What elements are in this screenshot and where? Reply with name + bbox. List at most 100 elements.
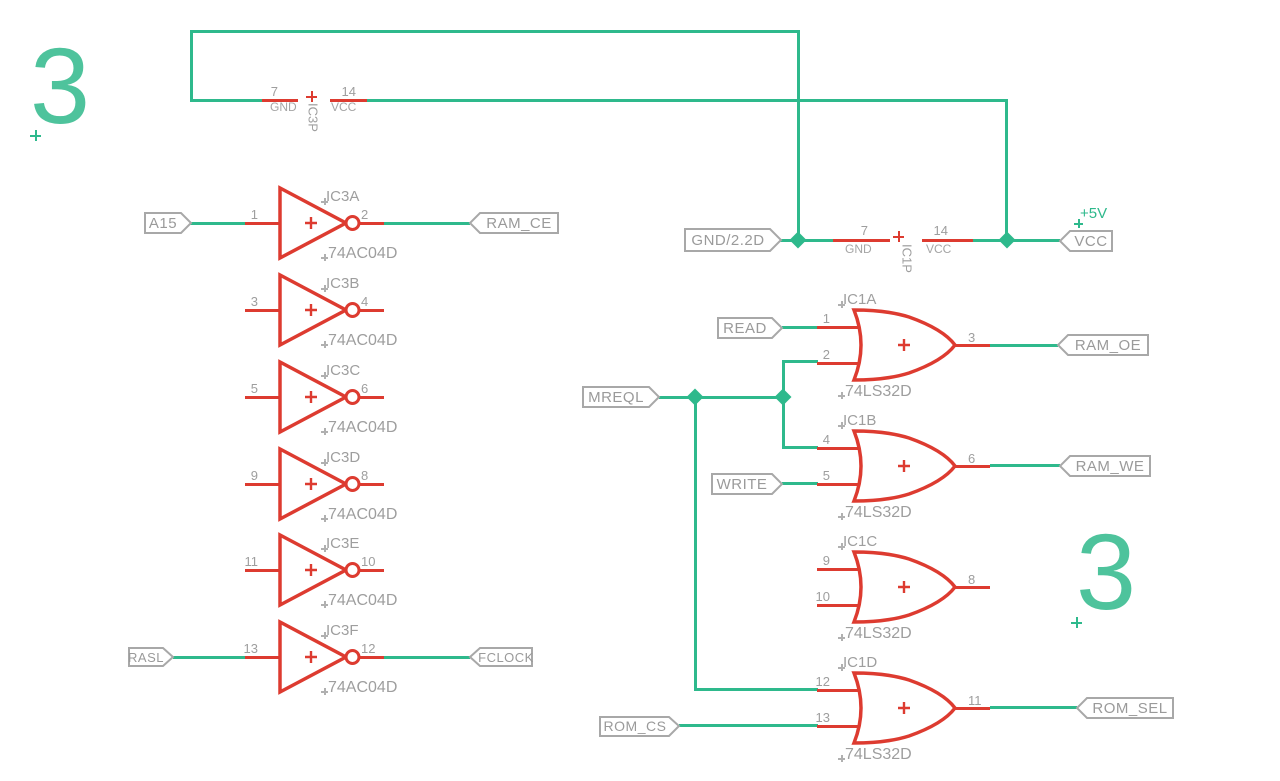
pin-stub[interactable]	[245, 483, 282, 486]
pin-stub[interactable]	[245, 569, 282, 572]
net-label-gnd-22d[interactable]: GND/2.2D	[684, 228, 783, 252]
wire-rom-sel[interactable]	[990, 706, 1077, 709]
part-name[interactable]: IC3B	[326, 275, 360, 292]
pin-stub[interactable]	[817, 483, 862, 486]
pin-ic1p-gnd[interactable]	[833, 239, 890, 242]
inverter-gate-ic3c[interactable]	[278, 359, 366, 435]
inverter-gate-ic3d[interactable]	[278, 446, 366, 522]
inverter-gate-ic3f[interactable]	[278, 619, 366, 695]
wire-mreql[interactable]	[694, 688, 818, 691]
part-name[interactable]: IC1A	[843, 291, 877, 308]
part-name[interactable]: IC1C	[843, 533, 878, 550]
or-gate-ic1a[interactable]	[851, 308, 959, 382]
inverter-gate-ic3a[interactable]	[278, 185, 366, 261]
wire-mreql[interactable]	[782, 360, 818, 363]
wire-fclock[interactable]	[384, 656, 470, 659]
pin-stub[interactable]	[245, 309, 282, 312]
wire-mreql[interactable]	[659, 396, 784, 399]
supply-label-5v[interactable]: +5V	[1080, 205, 1108, 222]
wire-gnd-net[interactable]	[780, 239, 833, 242]
wire-mreql[interactable]	[782, 446, 818, 449]
pin-stub[interactable]	[817, 447, 862, 450]
part-value[interactable]: 74AC04D	[328, 419, 398, 436]
part-value[interactable]: 74LS32D	[845, 504, 912, 521]
net-label-write[interactable]: WRITE	[711, 473, 784, 495]
part-value[interactable]: 74AC04D	[328, 506, 398, 523]
pin-stub[interactable]	[357, 222, 384, 225]
power-part-name[interactable]: IC1P	[899, 244, 915, 273]
part-value[interactable]: 74LS32D	[845, 746, 912, 763]
pin-stub[interactable]	[817, 362, 862, 365]
part-value[interactable]: 74LS32D	[845, 625, 912, 642]
wire-ram-ce[interactable]	[384, 222, 470, 225]
junction-dot[interactable]	[686, 388, 704, 406]
junction-dot[interactable]	[789, 231, 807, 249]
pin-stub[interactable]	[955, 465, 990, 468]
pin-stub[interactable]	[357, 569, 384, 572]
wire-read[interactable]	[782, 326, 818, 329]
part-name[interactable]: IC3F	[326, 622, 359, 639]
net-label-fclock[interactable]: FCLOCK	[468, 647, 533, 667]
pin-stub[interactable]	[817, 689, 862, 692]
pin-ic1p-vcc[interactable]	[922, 239, 973, 242]
net-label-ram-ce[interactable]: RAM_CE	[468, 212, 559, 234]
power-part-name[interactable]: IC3P	[305, 103, 321, 132]
part-value[interactable]: 74AC04D	[328, 592, 398, 609]
net-label-read[interactable]: READ	[717, 317, 784, 339]
pin-stub[interactable]	[357, 396, 384, 399]
inverter-gate-ic3b[interactable]	[278, 272, 366, 348]
pin-stub[interactable]	[357, 656, 384, 659]
pin-stub[interactable]	[817, 326, 862, 329]
pin-stub[interactable]	[817, 725, 862, 728]
wire-mreql[interactable]	[782, 360, 785, 398]
net-label-rom-cs[interactable]: ROM_CS	[599, 716, 681, 737]
part-value[interactable]: 74LS32D	[845, 383, 912, 400]
or-gate-ic1b[interactable]	[851, 429, 959, 503]
wire-mreql[interactable]	[694, 396, 697, 690]
pin-stub[interactable]	[955, 707, 990, 710]
net-label-rom-sel[interactable]: ROM_SEL	[1075, 697, 1174, 719]
or-gate-ic1d[interactable]	[851, 671, 959, 745]
junction-dot[interactable]	[998, 231, 1016, 249]
part-name[interactable]: IC3E	[326, 535, 360, 552]
junction-dot[interactable]	[774, 388, 792, 406]
part-name[interactable]: IC3D	[326, 449, 361, 466]
pin-stub[interactable]	[245, 396, 282, 399]
wire-ram-we[interactable]	[990, 464, 1060, 467]
pin-ic3p-gnd[interactable]	[262, 99, 298, 102]
pin-stub[interactable]	[245, 222, 282, 225]
pin-stub[interactable]	[357, 483, 384, 486]
wire-gnd-net[interactable]	[191, 99, 263, 102]
net-label-ram-oe[interactable]: RAM_OE	[1056, 334, 1149, 356]
net-label-rasl[interactable]: RASL	[128, 647, 175, 667]
wire-rom-cs[interactable]	[679, 724, 818, 727]
wire-vcc-net[interactable]	[973, 239, 1060, 242]
pin-ic3p-vcc[interactable]	[330, 99, 367, 102]
wire-write[interactable]	[782, 482, 818, 485]
part-value[interactable]: 74AC04D	[328, 332, 398, 349]
pin-stub[interactable]	[245, 656, 282, 659]
pin-stub[interactable]	[955, 344, 990, 347]
net-label-a15[interactable]: A15	[144, 212, 193, 234]
wire-gnd-net[interactable]	[190, 30, 193, 102]
wire-vcc-net[interactable]	[1005, 99, 1008, 242]
net-label-ram-we[interactable]: RAM_WE	[1058, 455, 1151, 477]
net-label-vcc[interactable]: VCC	[1058, 230, 1113, 252]
part-name[interactable]: IC3C	[326, 362, 361, 379]
pin-stub[interactable]	[357, 309, 384, 312]
wire-gnd-net[interactable]	[797, 30, 800, 242]
pin-stub[interactable]	[955, 586, 990, 589]
wire-gnd-net[interactable]	[192, 30, 800, 33]
pin-stub[interactable]	[817, 568, 862, 571]
part-name[interactable]: IC3A	[326, 188, 360, 205]
pin-stub[interactable]	[817, 604, 862, 607]
wire-rasl[interactable]	[173, 656, 246, 659]
wire-a15[interactable]	[190, 222, 246, 225]
wire-ram-oe[interactable]	[990, 344, 1058, 347]
wire-mreql[interactable]	[782, 396, 785, 448]
part-value[interactable]: 74AC04D	[328, 679, 398, 696]
part-name[interactable]: IC1B	[843, 412, 877, 429]
net-label-mreql[interactable]: MREQL	[582, 386, 661, 408]
wire-vcc-net[interactable]	[367, 99, 1008, 102]
